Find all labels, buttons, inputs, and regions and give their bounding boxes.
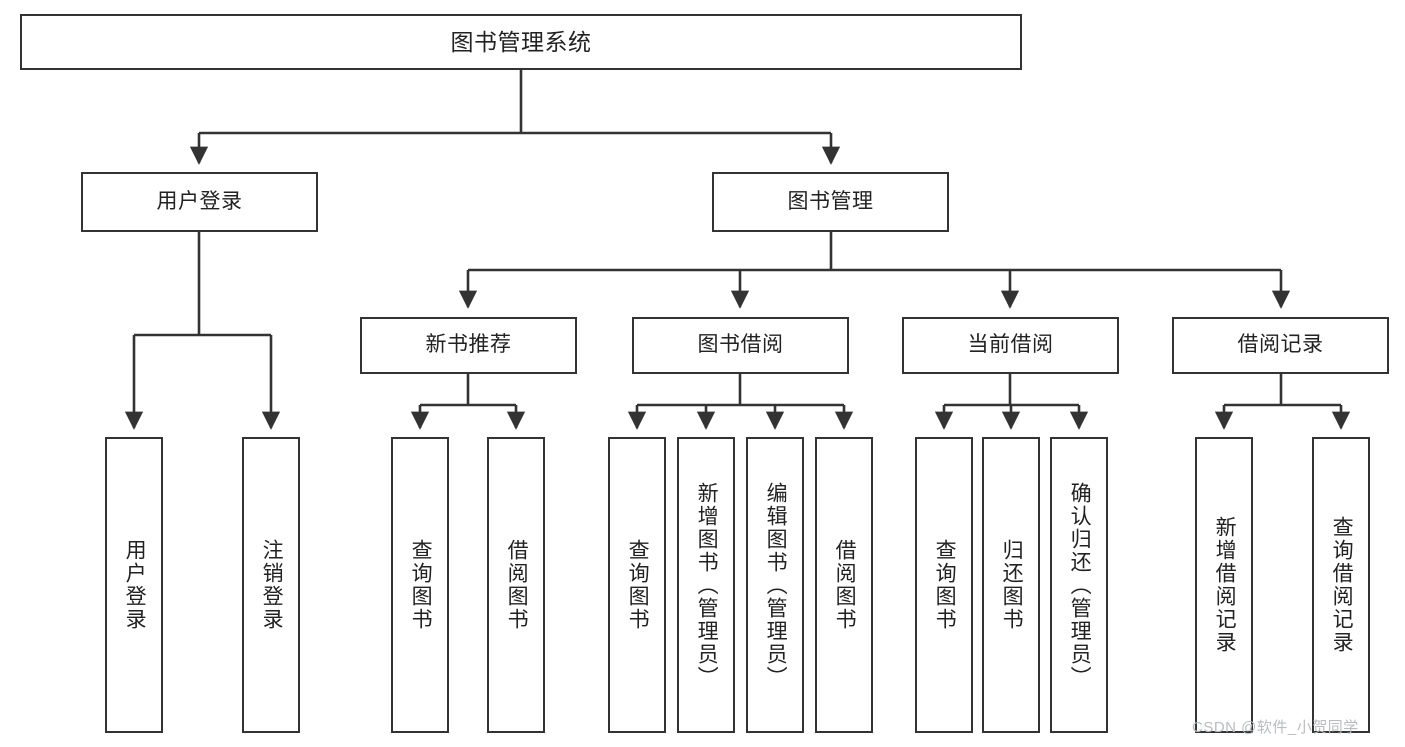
node-label: 新书推荐 — [425, 333, 512, 357]
node-label: 当前借阅 — [967, 333, 1054, 357]
leaf-query-books-borrow[interactable]: 查询图书 — [608, 437, 666, 733]
node-label: 借阅记录 — [1237, 333, 1324, 357]
leaf-query-books-current[interactable]: 查询图书 — [915, 437, 973, 733]
leaf-edit-book-admin[interactable]: 编辑图书（管理员） — [746, 437, 804, 733]
node-user-login[interactable]: 用户登录 — [81, 172, 318, 232]
node-label: 借阅图书 — [833, 539, 857, 631]
node-label: 归还图书 — [1000, 539, 1024, 631]
node-label: 用户登录 — [156, 189, 243, 213]
node-label: 图书借阅 — [697, 333, 784, 357]
leaf-borrow-books-borrow[interactable]: 借阅图书 — [815, 437, 873, 733]
node-label: 编辑图书（管理员） — [764, 481, 788, 689]
node-label: 图书管理 — [787, 189, 874, 213]
leaf-confirm-return-admin[interactable]: 确认归还（管理员） — [1050, 437, 1108, 733]
node-book-management[interactable]: 图书管理 — [712, 172, 949, 232]
leaf-add-borrow-record[interactable]: 新增借阅记录 — [1195, 437, 1253, 733]
node-label: 查询图书 — [409, 539, 433, 631]
node-root-book-management-system[interactable]: 图书管理系统 — [20, 14, 1022, 70]
node-label: 新增图书（管理员） — [695, 481, 719, 689]
leaf-query-borrow-record[interactable]: 查询借阅记录 — [1312, 437, 1370, 733]
node-label: 注销登录 — [260, 539, 284, 631]
node-label: 用户登录 — [123, 539, 147, 631]
leaf-user-login[interactable]: 用户登录 — [105, 437, 163, 733]
leaf-borrow-books-newbook[interactable]: 借阅图书 — [487, 437, 545, 733]
node-label: 查询借阅记录 — [1330, 516, 1354, 654]
node-label: 查询图书 — [933, 539, 957, 631]
leaf-query-books-newbook[interactable]: 查询图书 — [391, 437, 449, 733]
node-book-borrowing[interactable]: 图书借阅 — [632, 317, 849, 374]
leaf-return-books[interactable]: 归还图书 — [982, 437, 1040, 733]
node-label: 图书管理系统 — [450, 28, 592, 55]
node-label: 新增借阅记录 — [1213, 516, 1237, 654]
node-borrowing-records[interactable]: 借阅记录 — [1172, 317, 1389, 374]
csdn-watermark: CSDN @软件_小贺同学 — [1192, 719, 1359, 736]
node-label: 借阅图书 — [505, 539, 529, 631]
node-new-book-recommendation[interactable]: 新书推荐 — [360, 317, 577, 374]
node-label: 确认归还（管理员） — [1068, 481, 1092, 689]
leaf-logout[interactable]: 注销登录 — [242, 437, 300, 733]
leaf-add-book-admin[interactable]: 新增图书（管理员） — [677, 437, 735, 733]
node-label: 查询图书 — [626, 539, 650, 631]
node-current-borrowing[interactable]: 当前借阅 — [902, 317, 1119, 374]
